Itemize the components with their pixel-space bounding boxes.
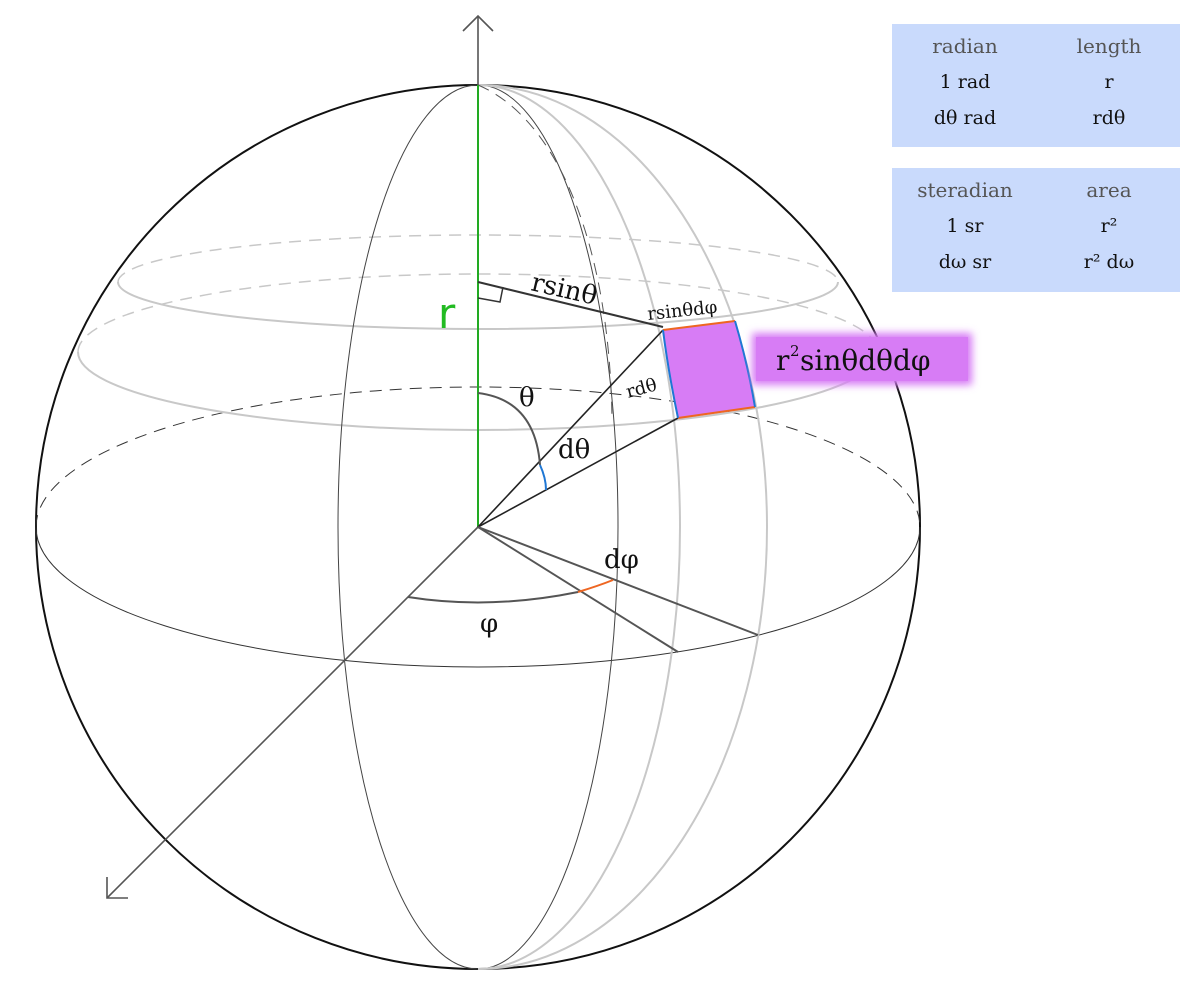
- rsintheta-label: rsinθ: [528, 268, 600, 312]
- meridian-2: [477, 84, 768, 970]
- table-row: dθ rad rdθ: [892, 100, 1180, 136]
- area-element-exp: 2: [790, 342, 800, 360]
- table-cell: 1 sr: [946, 215, 984, 237]
- steradian-area-table: steradian area 1 sr r² dω sr r² dω: [892, 168, 1180, 292]
- phi-arc: [407, 591, 579, 604]
- patch-edge-left: [662, 329, 679, 419]
- radial-line-upper: [477, 329, 664, 528]
- table-header-cell: area: [1086, 178, 1132, 202]
- equatorial-line-1: [477, 526, 679, 653]
- area-element-r: r: [776, 344, 790, 377]
- table-cell: rdθ: [1092, 107, 1126, 129]
- r-label: r: [438, 289, 456, 338]
- table-header-cell: steradian: [917, 178, 1013, 202]
- table-cell: r²: [1100, 215, 1118, 237]
- table-row: 1 sr r²: [892, 208, 1180, 244]
- x-axis: [106, 526, 479, 899]
- dphi-label: dφ: [604, 545, 639, 575]
- right-angle-marker: [477, 286, 504, 303]
- latitude-circle-lower-back: [77, 273, 879, 353]
- equatorial-line-2: [477, 526, 759, 636]
- theta-arc: [477, 392, 541, 466]
- table-header-cell: radian: [932, 34, 998, 58]
- table-cell: dω sr: [938, 251, 992, 273]
- rsinthetadphi-label: rsinθdφ: [646, 297, 718, 325]
- table-cell: r² dω: [1083, 251, 1135, 273]
- x-axis-arrowhead: [106, 877, 128, 899]
- phi-label: φ: [480, 609, 498, 639]
- patch-edge-bottom: [677, 406, 756, 419]
- table-cell: dθ rad: [933, 107, 997, 129]
- theta-label: θ: [519, 383, 535, 413]
- rsintheta-line: [477, 281, 664, 328]
- dtheta-arc: [539, 464, 547, 491]
- table-cell: 1 rad: [939, 71, 991, 93]
- table-row: dω sr r² dω: [892, 244, 1180, 280]
- patch-edge-top: [662, 320, 736, 331]
- radial-line-lower: [477, 417, 679, 528]
- area-element-rest: sinθdθdφ: [800, 344, 931, 377]
- patch-edge-right: [734, 320, 756, 408]
- table-header-cell: length: [1076, 34, 1142, 58]
- dphi-arc: [577, 579, 614, 593]
- meridian-1: [477, 84, 681, 970]
- table-header-row: radian length: [892, 24, 1180, 64]
- equator-front: [35, 526, 921, 668]
- z-axis-arrowhead: [462, 14, 494, 32]
- radian-length-table: radian length 1 rad r dθ rad rdθ: [892, 24, 1180, 147]
- table-row: 1 rad r: [892, 64, 1180, 100]
- dtheta-label: dθ: [558, 435, 590, 465]
- area-element-box: [756, 337, 968, 381]
- table-cell: r: [1104, 71, 1114, 93]
- area-element-patch: [663, 321, 755, 418]
- table-header-row: steradian area: [892, 168, 1180, 208]
- meridian-back-dashed: [477, 84, 613, 421]
